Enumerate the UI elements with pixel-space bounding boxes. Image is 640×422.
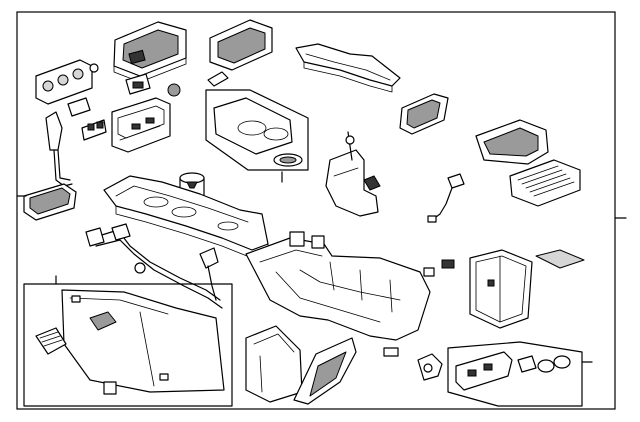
window-switches [67, 97, 107, 141]
console-base-housing [245, 231, 431, 341]
shifter-assembly [325, 131, 381, 217]
side-trim-curved [293, 337, 357, 405]
retaining-clips [383, 259, 455, 357]
storage-door [509, 159, 581, 207]
switch-cluster [125, 49, 229, 97]
trim-bezel-center [209, 19, 273, 71]
radio-control-unit [111, 97, 171, 153]
cupholder-detail-box [205, 89, 309, 183]
trim-bezel-upper [113, 21, 187, 83]
shift-lever [45, 111, 73, 187]
diagram-frame [16, 11, 616, 410]
console-trim-plate [103, 175, 269, 259]
console-top-panel [295, 43, 401, 93]
storage-bin [469, 249, 533, 329]
storage-tray [16, 183, 77, 221]
cup-insert [179, 172, 205, 197]
climate-control-panel [35, 59, 99, 105]
side-panel-detail-box [23, 275, 233, 407]
shift-cable [427, 173, 465, 223]
switch-panel-detail-box [447, 341, 593, 407]
switch-bezel [399, 93, 449, 135]
wiring-harness [85, 223, 223, 309]
round-knob [417, 353, 443, 381]
lower-trim-panel [245, 325, 303, 403]
bin-mat [535, 249, 585, 269]
armrest-lid [475, 119, 549, 165]
